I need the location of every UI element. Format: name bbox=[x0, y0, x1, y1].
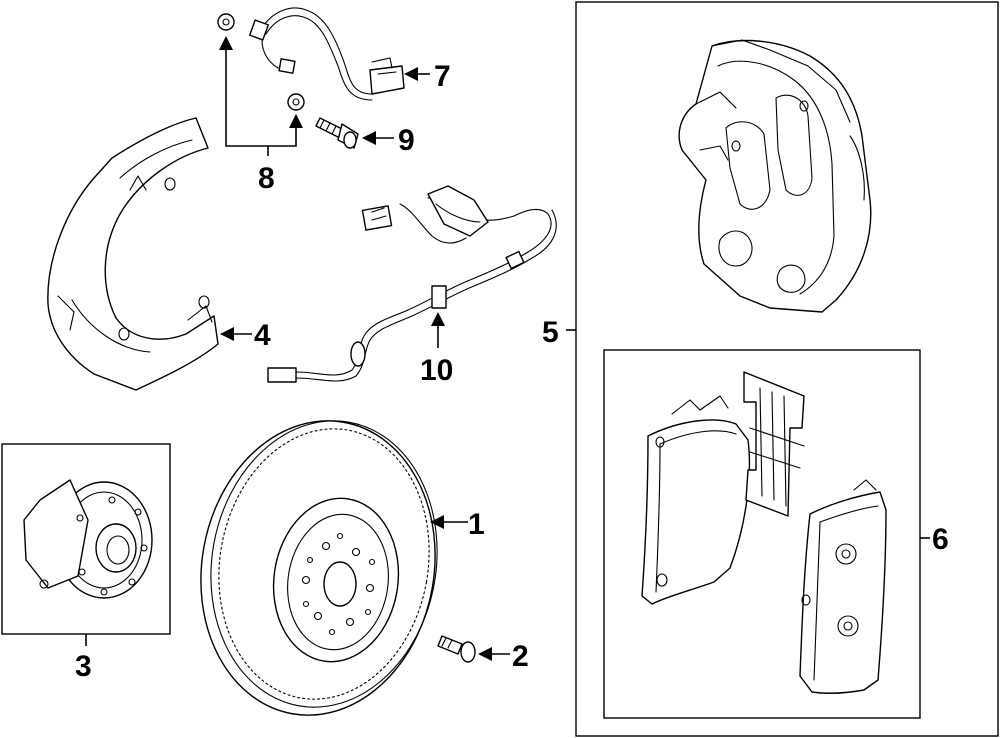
callout-10: 10 bbox=[420, 354, 453, 387]
callout-1: 1 bbox=[468, 508, 485, 541]
sensor-harness bbox=[217, 7, 405, 101]
callout-2: 2 bbox=[512, 640, 529, 673]
callout-4: 4 bbox=[254, 319, 271, 352]
callout-3: 3 bbox=[75, 650, 92, 683]
caliper-group-box bbox=[575, 1, 999, 737]
brake-pads bbox=[641, 371, 887, 695]
hub-bearing bbox=[23, 479, 153, 599]
rotor-bolt bbox=[437, 635, 476, 663]
callout-8: 8 bbox=[258, 162, 275, 195]
pad-kit-box bbox=[603, 349, 921, 719]
brake-rotor bbox=[200, 420, 438, 716]
caliper bbox=[678, 39, 872, 313]
sensor-cable bbox=[267, 185, 557, 383]
dust-shield bbox=[47, 117, 219, 391]
harness-bolt bbox=[315, 117, 359, 149]
washer bbox=[287, 93, 305, 111]
callout-7: 7 bbox=[434, 60, 451, 93]
callout-9: 9 bbox=[398, 124, 415, 157]
callout-5: 5 bbox=[542, 316, 559, 349]
callout-6: 6 bbox=[932, 523, 949, 556]
